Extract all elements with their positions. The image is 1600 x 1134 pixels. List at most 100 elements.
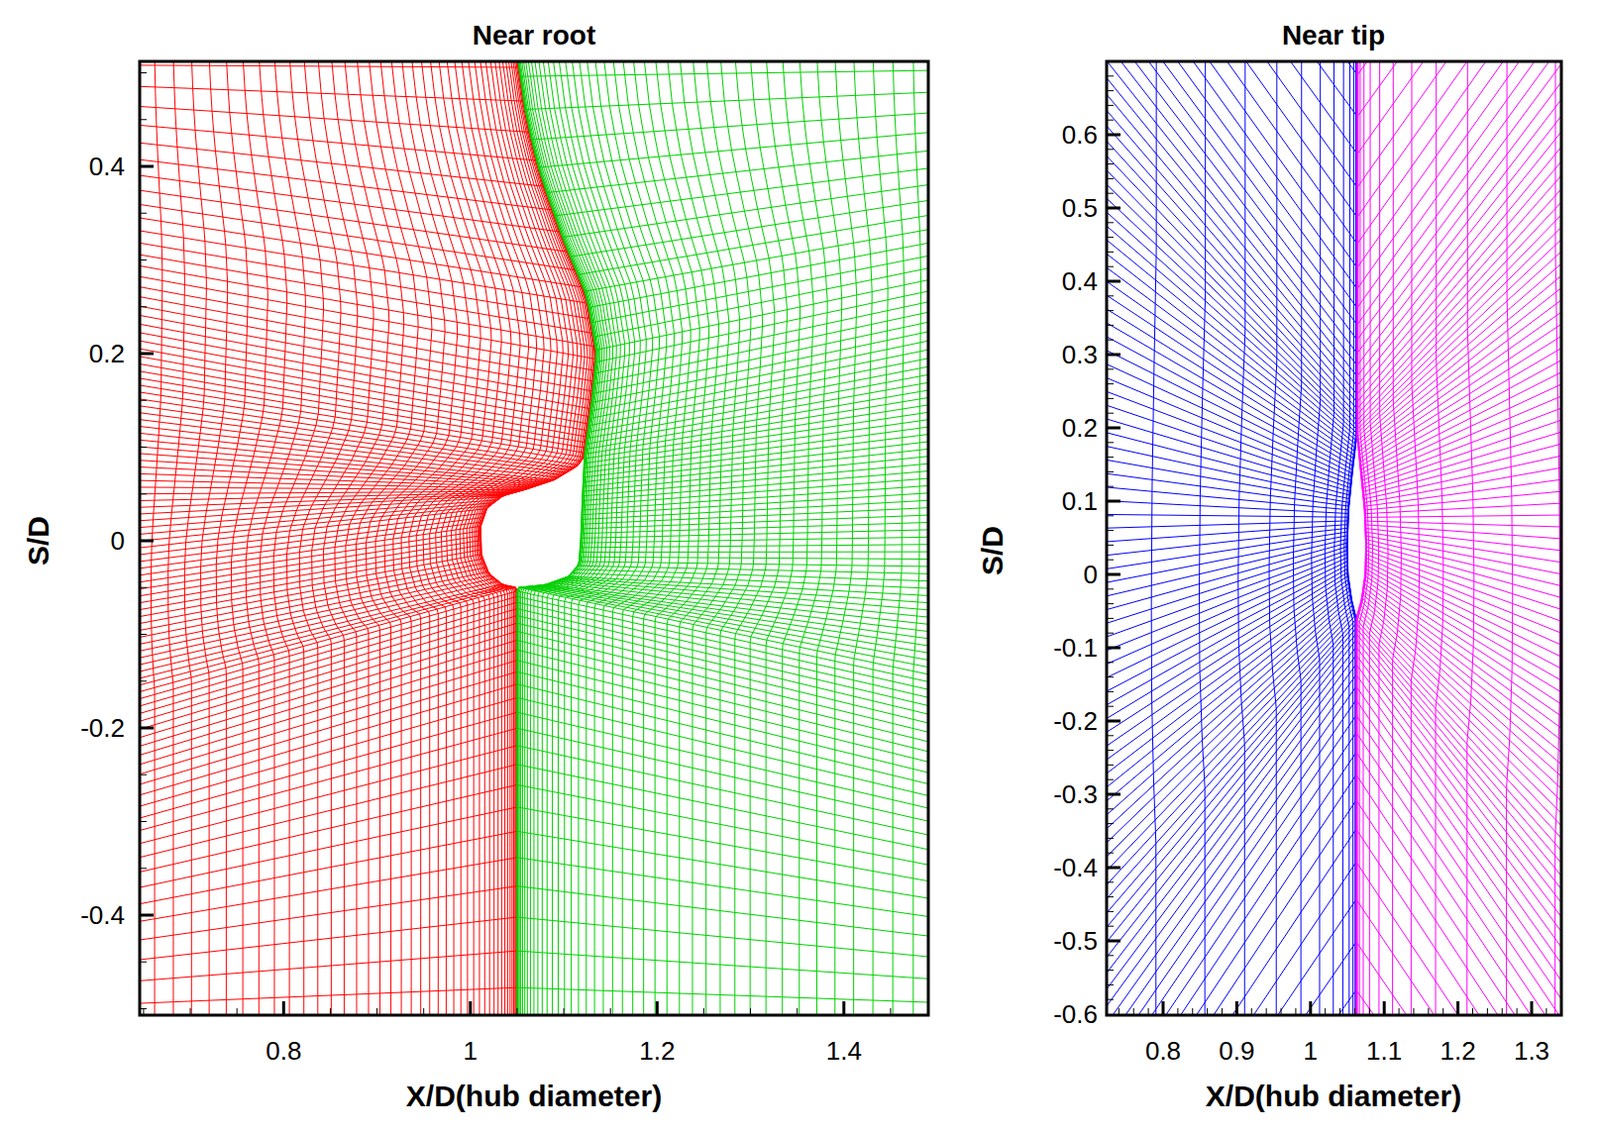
- grid-line: [184, 61, 207, 1016]
- grid-line: [478, 61, 594, 1016]
- tick-mark: [1106, 588, 1114, 590]
- grid-line: [1358, 125, 1562, 449]
- tick-label: 0.4: [1062, 268, 1098, 295]
- grid-line: [1106, 590, 1351, 921]
- tick-mark: [1106, 163, 1114, 165]
- tick-label: -0.1: [1053, 635, 1098, 661]
- tick-mark: [1106, 823, 1114, 825]
- grid-line: [1356, 700, 1562, 1016]
- grid-line: [312, 61, 374, 1016]
- tick-label: -0.4: [80, 902, 125, 929]
- grid-line: [1106, 942, 1357, 1016]
- tick-mark: [1106, 618, 1114, 620]
- tick-label: -0.6: [1053, 1001, 1098, 1028]
- grid-line: [1357, 61, 1562, 269]
- grid-line: [440, 61, 544, 1016]
- tick-mark: [139, 634, 147, 636]
- tick-mark: [139, 72, 147, 74]
- tick-label: 0.3: [1062, 341, 1098, 368]
- axis-title: X/D(hub diameter): [1205, 1081, 1462, 1112]
- grid-line: [1106, 61, 1358, 217]
- tick-mark: [139, 821, 147, 823]
- grid-line: [1365, 528, 1562, 574]
- grid-line: [1106, 61, 1358, 377]
- tick-mark: [139, 727, 154, 731]
- tick-mark: [610, 1008, 612, 1016]
- tick-mark: [1221, 1008, 1223, 1016]
- tick-label: 0.6: [1062, 121, 1098, 148]
- grid-line: [1106, 990, 1357, 1016]
- tick-mark: [1106, 133, 1121, 137]
- grid-line: [1347, 61, 1358, 1016]
- grid-line: [1410, 61, 1419, 1016]
- tick-mark: [1106, 207, 1121, 211]
- tick-mark: [1106, 515, 1114, 517]
- grid-line: [1311, 61, 1321, 1016]
- tick-mark: [1106, 808, 1114, 810]
- tick-mark: [139, 539, 154, 543]
- grid-line: [1106, 166, 1355, 456]
- grid-line: [1364, 492, 1562, 515]
- grid-line: [1366, 542, 1562, 655]
- grid-line: [245, 61, 287, 1016]
- tick-mark: [703, 1008, 705, 1016]
- tick-mark: [1280, 1008, 1282, 1016]
- tick-label: 0.1: [1062, 488, 1098, 515]
- grid-line: [1106, 572, 1349, 820]
- grid-line: [1106, 615, 1356, 1016]
- grid-line: [365, 61, 445, 1016]
- tick-mark: [1106, 441, 1114, 443]
- tick-mark: [1106, 559, 1114, 561]
- tick-mark: [1251, 1008, 1253, 1016]
- tick-mark: [1106, 193, 1114, 195]
- grid-line: [525, 61, 603, 1016]
- grid-line: [517, 61, 596, 1016]
- grid-line: [1363, 61, 1373, 1016]
- grid-line: [1106, 370, 1351, 493]
- grid-line: [521, 61, 600, 1016]
- tick-mark: [139, 587, 147, 589]
- tick-mark: [423, 1008, 425, 1016]
- grid-line: [1106, 619, 1357, 1016]
- tick-mark: [1106, 500, 1121, 504]
- panel-title: Near root: [472, 21, 596, 50]
- grid-line: [476, 61, 591, 1016]
- tick-mark: [1191, 1008, 1193, 1016]
- grid-line: [435, 61, 537, 1016]
- grid-line: [139, 201, 576, 271]
- grid-line: [1356, 623, 1562, 1016]
- grid-line: [1324, 61, 1334, 1016]
- tick-mark: [842, 1001, 846, 1016]
- grid-line: [1357, 61, 1562, 426]
- grid-line: [139, 336, 589, 425]
- grid-line: [1106, 715, 1357, 1016]
- grid-line: [1106, 61, 1358, 289]
- tick-label: -0.2: [80, 715, 125, 742]
- grid-line: [1106, 733, 1357, 1016]
- tick-mark: [1106, 603, 1114, 605]
- grid-line: [1360, 226, 1562, 466]
- grid-line: [1106, 451, 1350, 507]
- grid-line: [345, 61, 419, 1016]
- tick-mark: [1162, 1001, 1166, 1016]
- grid-line: [299, 61, 358, 1016]
- tick-mark: [139, 306, 147, 308]
- tick-mark: [1398, 1008, 1400, 1016]
- grid-line: [749, 61, 787, 1016]
- grid-line: [139, 395, 579, 465]
- grid-line: [1106, 349, 1352, 489]
- tick-mark: [1339, 1008, 1341, 1016]
- grid-line: [1467, 61, 1475, 1016]
- axis-title: S/D: [977, 526, 1008, 576]
- grid-line: [139, 352, 587, 437]
- grid-line: [1106, 61, 1358, 410]
- tick-mark: [1106, 426, 1121, 430]
- grid-line: [1356, 634, 1562, 1016]
- tick-mark: [1106, 955, 1114, 957]
- grid-line: [1369, 61, 1379, 1016]
- axis-frame: [1106, 61, 1562, 1016]
- grid-line: [472, 61, 585, 1016]
- tick-mark: [1106, 881, 1114, 883]
- tick-mark: [889, 1008, 891, 1016]
